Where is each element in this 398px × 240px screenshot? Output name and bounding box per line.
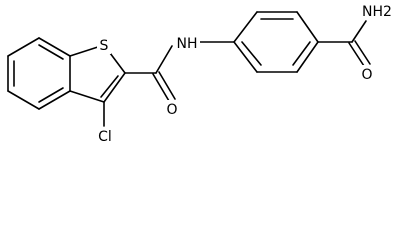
carbonyl-double-bond	[152, 73, 170, 102]
bond	[69, 90, 105, 103]
atom-labels: S NH NH2 O O Cl	[95, 2, 393, 145]
bond	[233, 41, 258, 73]
nh2-label: NH2	[362, 4, 392, 20]
chlorine-label: Cl	[98, 129, 112, 145]
carbonyl-oxygen-left-label: O	[166, 102, 177, 118]
bond	[7, 90, 40, 110]
bond	[38, 37, 71, 57]
double-bond-inner	[241, 41, 262, 66]
double-bond-inner	[38, 87, 64, 103]
bond	[7, 37, 40, 57]
amide-left	[124, 41, 235, 102]
carbonyl-double-bond	[354, 40, 371, 65]
bond	[233, 11, 258, 43]
nh-label: NH	[177, 36, 198, 52]
bond	[103, 72, 126, 103]
benzo-ring	[7, 37, 71, 110]
double-bond-inner	[292, 41, 311, 66]
bond	[38, 90, 71, 110]
double-bond-inner	[100, 75, 119, 98]
double-bond-inner	[38, 44, 64, 60]
bond	[155, 45, 173, 74]
sulfur-label: S	[100, 38, 109, 54]
carbonyl-double-bond	[348, 42, 365, 67]
carbonyl-oxygen-right-label: O	[361, 67, 372, 83]
carbonyl-double-bond	[158, 71, 176, 100]
amide-right	[317, 20, 371, 67]
bond	[351, 20, 367, 43]
molecule-structure-diagram: S NH NH2 O O Cl	[7, 2, 393, 145]
bond	[296, 11, 319, 43]
phenylene-ring	[233, 11, 319, 73]
bond	[296, 41, 319, 73]
